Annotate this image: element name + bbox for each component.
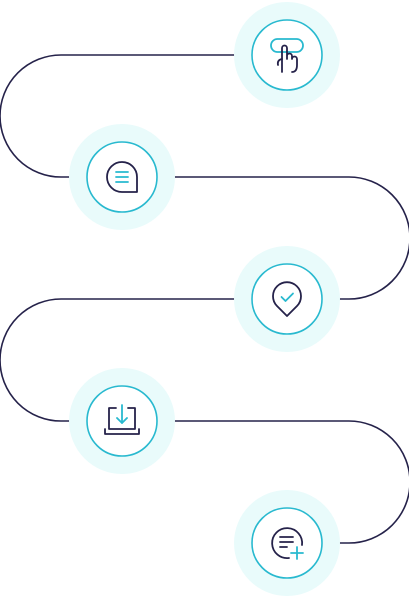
step-1-node [234,2,340,108]
document-add-icon [271,527,304,560]
step-5-ring [251,507,323,579]
chat-message-icon [106,161,138,193]
step-3-node [234,246,340,352]
tap-icon [270,38,304,73]
step-5-node [234,490,340,596]
laptop-download-icon [104,404,140,435]
location-check-icon [272,281,302,317]
step-4-node [69,368,175,474]
step-2-node [69,124,175,230]
serpentine-connector-path [0,54,409,544]
